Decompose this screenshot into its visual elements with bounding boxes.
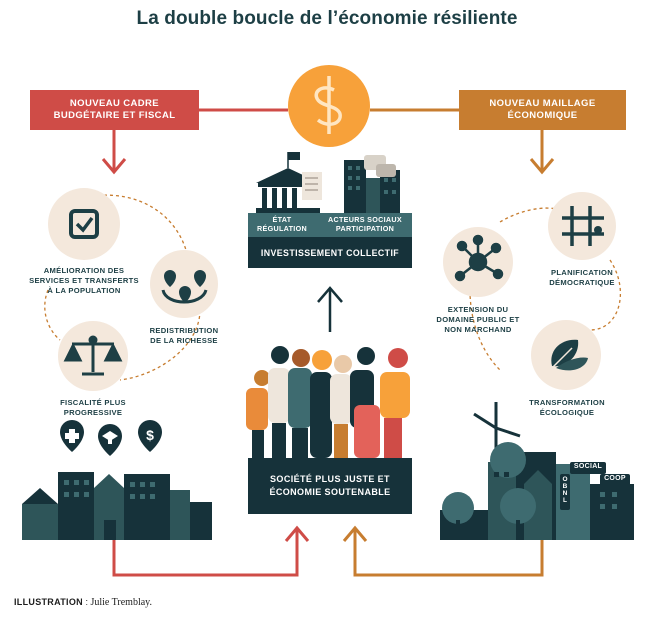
page-title: La double boucle de l’économie résilient… (136, 8, 518, 29)
loop-lines (101, 108, 555, 577)
coop-sign: COOP (604, 475, 626, 482)
illustration-credit: ILLUSTRATION : Julie Tremblay. (14, 597, 152, 608)
society-box: SOCIÉTÉ PLUS JUSTE ET ÉCONOMIE SOUTENABL… (248, 458, 412, 514)
social-actors-label: ACTEURS SOCIAUX PARTICIPATION (328, 215, 402, 233)
democratic-planning-label: PLANIFICATION DÉMOCRATIQUE (549, 268, 615, 287)
budget-fiscal-banner-label: NOUVEAU CADRE BUDGÉTAIRE ET FISCAL (53, 98, 176, 121)
economic-network-banner-label: NOUVEAU MAILLAGE ÉCONOMIQUE (489, 98, 596, 121)
progressive-tax-label: FISCALITÉ PLUS PROGRESSIVE (60, 398, 126, 417)
svg-text:$: $ (146, 427, 154, 443)
social-actors-building-icon (344, 155, 400, 213)
state-regulation-label: ÉTAT RÉGULATION (257, 215, 307, 233)
economic-network-banner: NOUVEAU MAILLAGE ÉCONOMIQUE (459, 90, 626, 130)
credit-separator: : (82, 597, 91, 607)
budget-fiscal-banner: NOUVEAU CADRE BUDGÉTAIRE ET FISCAL (30, 90, 199, 130)
left-city-illustration: $ (22, 420, 212, 540)
scales-icon (63, 335, 123, 376)
collective-investment-label: INVESTISSEMENT COLLECTIF (260, 247, 400, 258)
social-sign: SOCIAL (573, 463, 603, 470)
redistribution-label: REDISTRIBUTION DE LA RICHESSE (149, 326, 219, 345)
government-building-icon (256, 152, 322, 213)
dollar-coin-icon (288, 65, 370, 147)
ecological-transformation-label: TRANSFORMATION ÉCOLOGIQUE (529, 398, 605, 417)
redistribution-icon (161, 270, 208, 304)
public-domain-label: EXTENSION DU DOMAINE PUBLIC ET NON MARCH… (436, 305, 520, 334)
checkbox-icon (69, 209, 99, 239)
credit-name: Julie Tremblay. (90, 597, 153, 608)
credit-label: ILLUSTRATION (14, 597, 83, 607)
leaf-icon (551, 339, 588, 371)
collective-investment-box: INVESTISSEMENT COLLECTIF (248, 237, 412, 268)
people-group-illustration (246, 346, 410, 458)
grid-icon (562, 206, 604, 246)
right-city-illustration (440, 402, 634, 540)
services-label: AMÉLIORATION DES SERVICES ET TRANSFERTS … (29, 266, 139, 295)
actors-strip (248, 213, 412, 237)
society-label: SOCIÉTÉ PLUS JUSTE ET ÉCONOMIE SOUTENABL… (269, 474, 391, 497)
network-icon (454, 234, 504, 282)
obnl-sign: OBNL (562, 476, 568, 504)
